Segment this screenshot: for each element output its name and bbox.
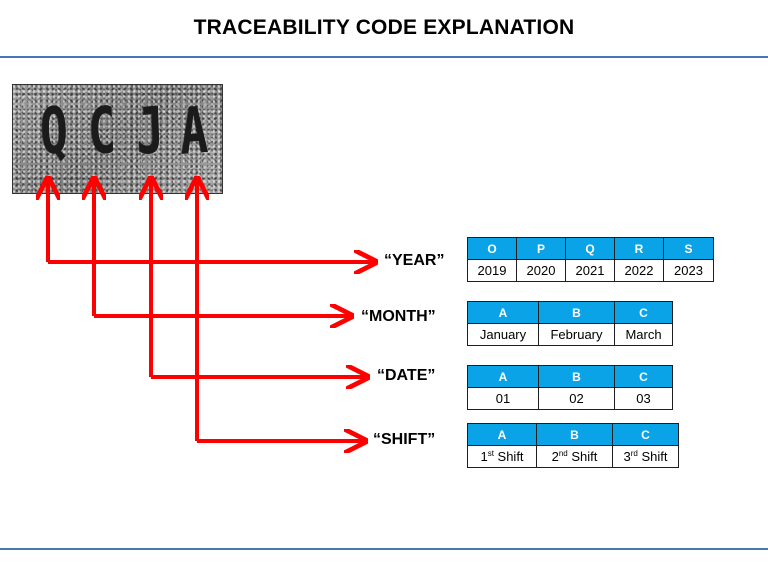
year-code: Q xyxy=(565,237,615,260)
month-value: March xyxy=(614,323,673,346)
year-value: 2023 xyxy=(663,259,714,282)
label-year: “YEAR” xyxy=(384,252,445,269)
year-code: P xyxy=(516,237,566,260)
shift-code: B xyxy=(536,423,613,446)
year-code: S xyxy=(663,237,714,260)
date-code: A xyxy=(467,365,539,388)
month-code: C xyxy=(614,301,673,324)
year-code: R xyxy=(614,237,664,260)
year-value: 2019 xyxy=(467,259,517,282)
shift-code: C xyxy=(612,423,679,446)
shift-value: 3rd Shift xyxy=(612,445,679,468)
date-code: C xyxy=(614,365,673,388)
stamped-code-photo: Q C J A xyxy=(12,84,223,194)
shift-code-table: A B C 1st Shift 2nd Shift 3rd Shift xyxy=(467,423,679,468)
bottom-divider xyxy=(0,548,768,550)
month-code: B xyxy=(538,301,615,324)
shift-value: 2nd Shift xyxy=(536,445,613,468)
year-value: 2022 xyxy=(614,259,664,282)
year-code: O xyxy=(467,237,517,260)
label-date: “DATE” xyxy=(377,367,436,384)
page-title: TRACEABILITY CODE EXPLANATION xyxy=(193,16,575,39)
month-value: February xyxy=(538,323,615,346)
year-value: 2020 xyxy=(516,259,566,282)
label-month: “MONTH” xyxy=(361,308,436,325)
date-value: 01 xyxy=(467,387,539,410)
top-divider xyxy=(0,56,768,58)
shift-code: A xyxy=(467,423,537,446)
year-value: 2021 xyxy=(565,259,615,282)
month-code: A xyxy=(467,301,539,324)
year-code-table: O P Q R S 2019 2020 2021 2022 2023 xyxy=(467,237,714,282)
date-code: B xyxy=(538,365,615,388)
month-value: January xyxy=(467,323,539,346)
date-code-table: A B C 01 02 03 xyxy=(467,365,673,410)
label-shift: “SHIFT” xyxy=(373,431,436,448)
shift-value: 1st Shift xyxy=(467,445,537,468)
date-value: 02 xyxy=(538,387,615,410)
month-code-table: A B C January February March xyxy=(467,301,673,346)
date-value: 03 xyxy=(614,387,673,410)
